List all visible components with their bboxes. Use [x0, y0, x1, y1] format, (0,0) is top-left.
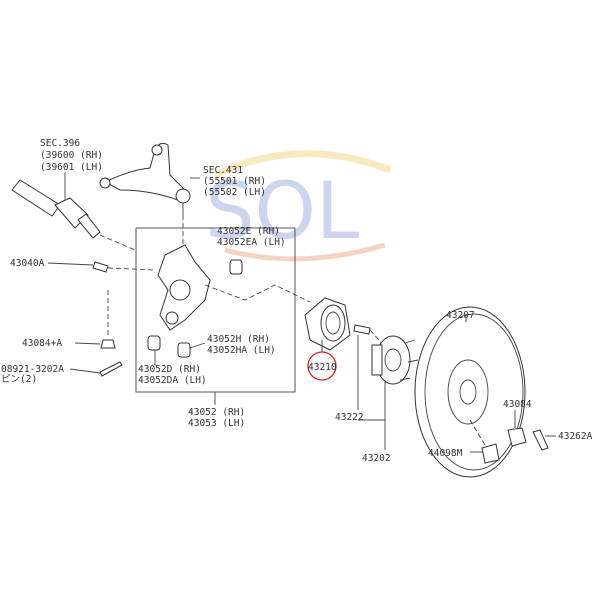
label-43052da: 43052DA (LH): [138, 375, 207, 386]
sol-logo-watermark: SOL: [205, 150, 392, 262]
label-39600-rh: (39600 (RH): [40, 150, 103, 161]
label-43210: 43210: [308, 362, 337, 373]
label-43052d: 43052D (RH): [138, 364, 201, 375]
leader-lines: [47, 172, 556, 453]
label-43052e: 43052E (RH): [217, 226, 280, 237]
nut-43084-part: [507, 427, 527, 447]
assembly-line: [107, 267, 156, 271]
label-43222: 43222: [335, 412, 364, 423]
assembly-line: [204, 284, 311, 303]
cap-44098m-part: [481, 443, 500, 464]
label-43207: 43207: [446, 310, 475, 321]
wheel-hub-part: [371, 335, 419, 385]
control-arm-part: [99, 142, 191, 245]
label-08921-3202a: 08921-3202A: [1, 364, 64, 375]
hub-bearing-part: [304, 297, 351, 351]
label-pin-qty: ピン(2): [1, 374, 37, 385]
label-43262a: 43262A: [558, 431, 593, 442]
cotter-pin-43262a-part: [532, 429, 549, 451]
label-43202: 43202: [362, 453, 391, 464]
label-39601-lh: (39601 (LH): [40, 162, 103, 173]
brake-rotor-part: [414, 306, 526, 478]
label-55502-lh: (55502 (LH): [203, 187, 266, 198]
bolt-43222-part: [353, 324, 371, 335]
cotter-pin-part: [99, 361, 123, 377]
label-43052h: 43052H (RH): [207, 334, 270, 345]
drive-shaft-part: [11, 179, 136, 251]
label-43040a: 43040A: [10, 258, 45, 269]
label-44098m: 44098M: [428, 448, 463, 459]
bolt-43040a-part: [92, 261, 109, 273]
steering-knuckle-part: [147, 244, 243, 358]
label-55501-rh: (55501 (RH): [203, 176, 266, 187]
knuckle-assembly-box: [135, 227, 296, 393]
label-sec431: SEC.431: [203, 165, 243, 176]
label-43052ha: 43052HA (LH): [207, 345, 276, 356]
logo-text: SOL: [205, 167, 360, 257]
label-sec396: SEC.396: [40, 138, 80, 149]
label-43084a: 43084+A: [22, 338, 62, 349]
label-43053-lh: 43053 (LH): [188, 418, 245, 429]
label-43084: 43084: [503, 399, 532, 410]
label-43052ea: 43052EA (LH): [217, 237, 286, 248]
label-43052-rh: 43052 (RH): [188, 407, 245, 418]
nut-43084a-part: [100, 339, 116, 349]
